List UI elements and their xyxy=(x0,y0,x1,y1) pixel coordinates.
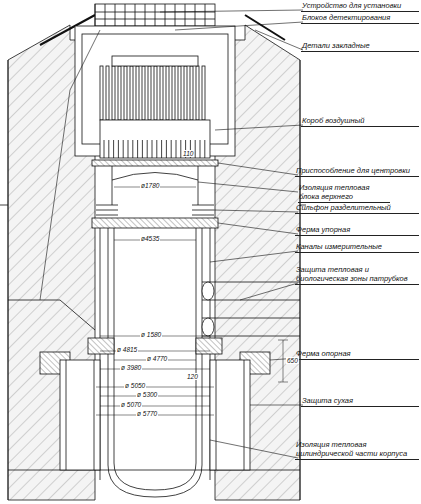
rod-stroke xyxy=(113,140,114,158)
detector-tube xyxy=(202,66,205,120)
dimension-label: ø4535 xyxy=(140,235,160,242)
part-callout: Короб воздушный xyxy=(301,116,419,127)
grid-stroke xyxy=(165,4,166,26)
part-callout: Блоков детектирования xyxy=(301,13,419,24)
detector-tube xyxy=(196,66,199,120)
grid-stroke xyxy=(175,4,176,26)
rod-stroke xyxy=(123,140,124,158)
dimension-label: 110 xyxy=(182,150,194,157)
rod-stroke xyxy=(171,140,172,158)
dimension-label: 120 xyxy=(186,373,199,380)
rod-stroke xyxy=(132,140,133,158)
detector-tube xyxy=(106,66,109,120)
grid-stroke xyxy=(105,4,106,26)
part-callout: Изоляция тепловая цилиндрической части к… xyxy=(295,440,419,460)
rod-stroke xyxy=(195,140,196,158)
dimension-label: ø 3980 xyxy=(120,364,142,371)
grid-stroke xyxy=(125,4,126,26)
dimension-label: ø1780 xyxy=(140,182,160,189)
grid-stroke xyxy=(95,4,96,26)
rod-stroke xyxy=(204,140,205,158)
detector-tube xyxy=(148,66,151,120)
detector-tube xyxy=(184,66,187,120)
dimension-label: 650 xyxy=(286,357,299,364)
detector-tube xyxy=(160,66,163,120)
detector-tube xyxy=(136,66,139,120)
detector-tube xyxy=(172,66,175,120)
grid-stroke xyxy=(195,4,196,26)
rod-stroke xyxy=(142,140,143,158)
rod-stroke xyxy=(161,140,162,158)
dimension-label: ø 5050 xyxy=(124,382,146,389)
grid-stroke xyxy=(135,4,136,26)
rod-stroke xyxy=(128,140,129,158)
part-callout: Каналы измерительные xyxy=(295,242,419,253)
rod-stroke xyxy=(176,140,177,158)
part-callout: Защита тепловая и биологическая зоны пат… xyxy=(295,265,419,285)
detector-tube xyxy=(118,66,121,120)
grid-stroke xyxy=(205,4,206,26)
grid-stroke xyxy=(155,4,156,26)
detector-tube xyxy=(112,66,115,120)
detector-tube xyxy=(100,66,103,120)
dimension-label: ø 5770 xyxy=(136,410,158,417)
rod-stroke xyxy=(147,140,148,158)
grid-stroke xyxy=(185,4,186,26)
rod-stroke xyxy=(156,140,157,158)
detector-tube xyxy=(124,66,127,120)
detector-tube xyxy=(142,66,145,120)
part-callout: Устройство для установки xyxy=(301,1,419,12)
grid-stroke xyxy=(145,4,146,26)
part-callout: Детали закладные xyxy=(301,41,419,52)
grid-stroke xyxy=(115,4,116,26)
detector-tube xyxy=(178,66,181,120)
dimension-label: ø 5070 xyxy=(120,401,142,408)
rod-stroke xyxy=(104,140,105,158)
part-callout: Защита сухая xyxy=(301,396,419,407)
rod-stroke xyxy=(166,140,167,158)
part-callout: Ферма опорная xyxy=(295,349,419,360)
detector-tube xyxy=(166,66,169,120)
detector-tube xyxy=(154,66,157,120)
rod-stroke xyxy=(152,140,153,158)
dimension-label: ø 5300 xyxy=(136,391,158,398)
detector-tube xyxy=(190,66,193,120)
dimension-label: ø 1580 xyxy=(140,331,162,338)
part-callout: Сильфон разделительный xyxy=(295,203,419,214)
rod-stroke xyxy=(137,140,138,158)
rod-stroke xyxy=(118,140,119,158)
rod-stroke xyxy=(200,140,201,158)
detector-tube xyxy=(130,66,133,120)
part-callout: Изоляция тепловая блока верхнего xyxy=(298,183,390,203)
dimension-label: ø 4770 xyxy=(146,355,168,362)
rod-stroke xyxy=(108,140,109,158)
part-callout: Приспособление для центровки xyxy=(295,166,419,177)
part-callout: Ферма упорная xyxy=(295,225,419,236)
dimension-label: ø 4815 xyxy=(116,346,138,353)
